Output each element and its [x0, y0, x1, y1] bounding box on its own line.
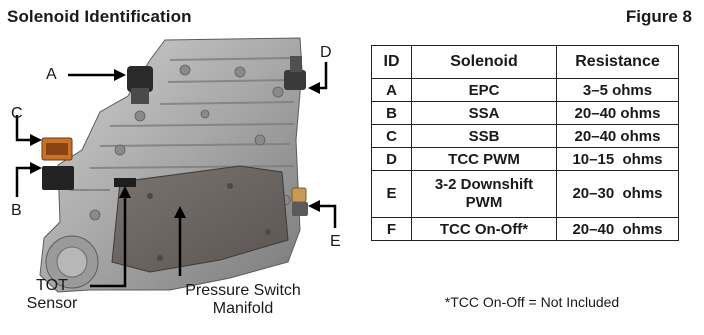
psm-label-line1: Pressure Switch: [185, 282, 301, 299]
row-solenoid: 3-2 Downshift PWM: [411, 170, 557, 218]
row-solenoid: TCC On-Off*: [411, 217, 557, 241]
table-row: E 3-2 Downshift PWM 20–30 ohms: [371, 170, 679, 218]
figure-number: Figure 8: [625, 7, 692, 26]
header-resistance: Resistance: [556, 45, 679, 79]
callout-label-b: B: [11, 202, 22, 219]
callout-label-e: E: [330, 233, 341, 250]
ssa-solenoid: [42, 166, 74, 190]
solenoid-resistance-table: ID Solenoid Resistance A EPC 3–5 ohms B …: [371, 45, 679, 241]
header-id: ID: [371, 45, 412, 79]
solenoid-line2: PWM: [465, 194, 503, 211]
downshift-pwm-solenoid: [291, 187, 308, 216]
pressure-switch-label: Pressure Switch Manifold: [168, 282, 318, 318]
tot-sensor: [114, 178, 136, 187]
table-row: C SSB 20–40 ohms: [371, 124, 679, 148]
row-solenoid: TCC PWM: [411, 147, 557, 171]
callout-label-c: C: [11, 105, 23, 122]
row-id: E: [371, 170, 412, 218]
tot-label-line1: TOT: [36, 277, 68, 294]
valve-body-photo: A D C B E TOT Sensor Pressure Switch Man…: [0, 30, 360, 335]
epc-solenoid: [127, 66, 153, 104]
psm-label-line2: Manifold: [212, 300, 274, 317]
row-solenoid: EPC: [411, 78, 557, 102]
ssb-solenoid: [41, 137, 73, 161]
table-row: D TCC PWM 10–15 ohms: [371, 147, 679, 171]
table-row: A EPC 3–5 ohms: [371, 78, 679, 102]
row-id: B: [371, 101, 412, 125]
table-header-row: ID Solenoid Resistance: [371, 45, 679, 79]
row-id: A: [371, 78, 412, 102]
row-resistance: 20–30 ohms: [556, 170, 679, 218]
row-resistance: 20–40 ohms: [556, 101, 679, 125]
tcc-pwm-solenoid: [284, 56, 306, 90]
row-resistance: 3–5 ohms: [556, 78, 679, 102]
table-row: F TCC On-Off* 20–40 ohms: [371, 217, 679, 241]
callout-arrowheads: [30, 69, 320, 218]
page-title: Solenoid Identification: [7, 7, 192, 26]
row-resistance: 10–15 ohms: [556, 147, 679, 171]
row-solenoid: SSB: [411, 124, 557, 148]
row-solenoid: SSA: [411, 101, 557, 125]
solenoid-line1: 3-2 Downshift: [434, 176, 534, 193]
table-row: B SSA 20–40 ohms: [371, 101, 679, 125]
row-id: F: [371, 217, 412, 241]
header-solenoid: Solenoid: [411, 45, 557, 79]
row-resistance: 20–40 ohms: [556, 217, 679, 241]
row-id: D: [371, 147, 412, 171]
tot-sensor-label: TOT Sensor: [24, 277, 80, 313]
tot-label-line2: Sensor: [26, 295, 78, 312]
row-resistance: 20–40 ohms: [556, 124, 679, 148]
callout-lines: [15, 62, 337, 288]
row-id: C: [371, 124, 412, 148]
callout-label-a: A: [46, 66, 57, 83]
pressure-switch-manifold: [111, 165, 289, 273]
callout-label-d: D: [320, 44, 332, 61]
table-footnote: *TCC On-Off = Not Included: [444, 294, 620, 310]
